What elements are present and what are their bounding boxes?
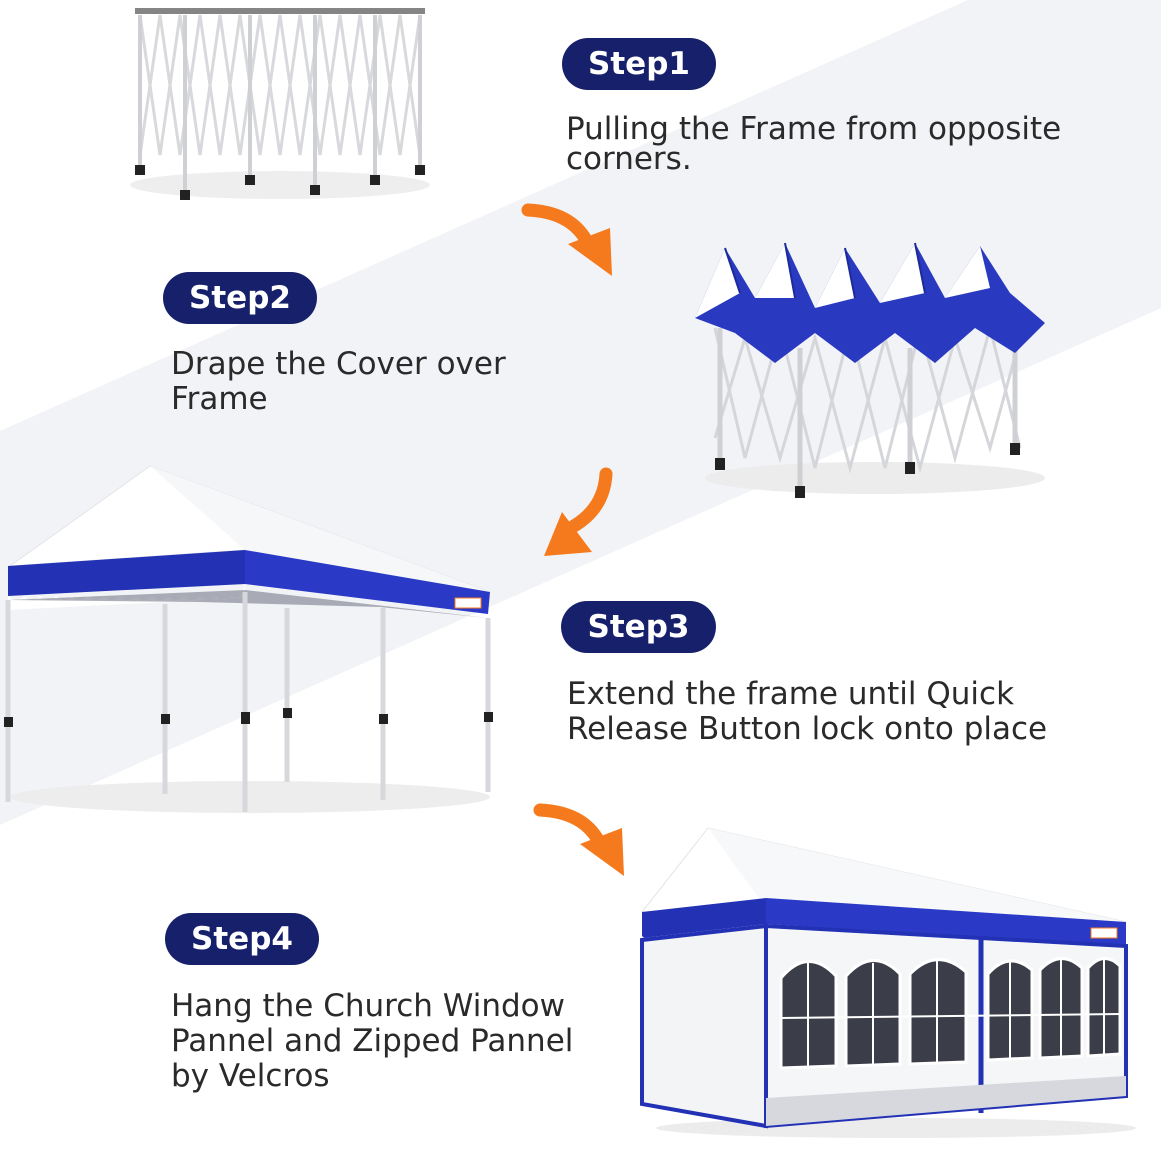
step4-description-line: by Velcros bbox=[171, 1058, 330, 1094]
step2-badge: Step2 bbox=[163, 272, 317, 324]
step3-description-line: Extend the frame until Quick bbox=[567, 676, 1015, 712]
step2-description-line: Drape the Cover over bbox=[171, 346, 506, 382]
step3-badge: Step3 bbox=[561, 601, 716, 653]
step1-badge: Step1 bbox=[562, 38, 716, 90]
step3-description-line: Release Button lock onto place bbox=[567, 711, 1048, 747]
arrow-right-down-icon bbox=[532, 798, 632, 880]
step4-badge-label: Step4 bbox=[191, 921, 293, 957]
arrow-left-down-icon bbox=[540, 467, 620, 563]
step1-frame-image bbox=[130, 5, 430, 205]
step4-description-line: Hang the Church Window bbox=[171, 988, 565, 1024]
arrow-right-down-icon bbox=[520, 200, 620, 280]
step2-draped-cover-image bbox=[685, 238, 1055, 500]
step3-description: Extend the frame until Quick Release But… bbox=[567, 677, 1047, 747]
step4-enclosed-canopy-image bbox=[636, 827, 1136, 1138]
step2-description-line: Frame bbox=[171, 381, 268, 417]
step3-badge-label: Step3 bbox=[587, 609, 690, 645]
step1-description-line: corners. bbox=[566, 141, 692, 177]
step1-badge-label: Step1 bbox=[588, 46, 690, 82]
step2-badge-label: Step2 bbox=[189, 280, 291, 316]
step1-description-line: Pulling the Frame from opposite bbox=[566, 111, 1062, 147]
step3-canopy-image bbox=[0, 462, 495, 817]
step4-description-line: Pannel and Zipped Pannel bbox=[171, 1023, 574, 1059]
step2-description: Drape the Cover over Frame bbox=[171, 347, 506, 417]
step4-description: Hang the Church Window Pannel and Zipped… bbox=[171, 989, 573, 1094]
step4-badge: Step4 bbox=[165, 913, 319, 965]
step1-description: Pulling the Frame from opposite corners. bbox=[566, 111, 1062, 177]
